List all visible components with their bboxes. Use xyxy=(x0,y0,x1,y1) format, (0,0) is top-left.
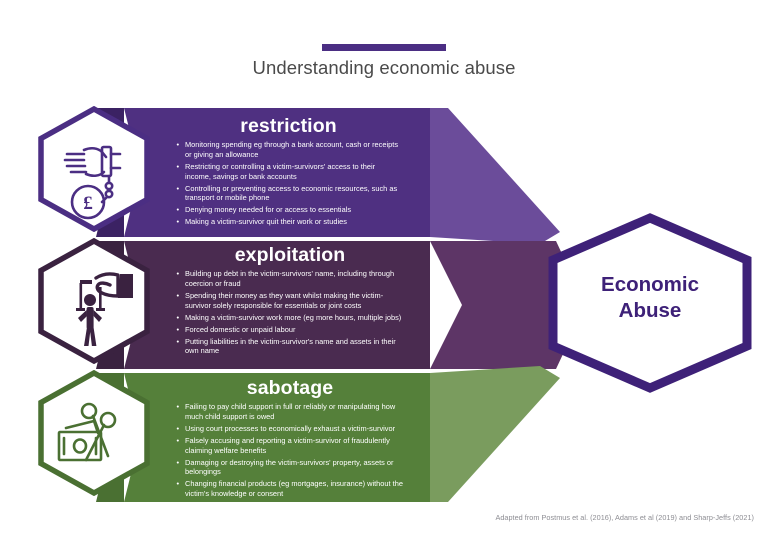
panel-restriction: restriction Monitoring spending eg throu… xyxy=(176,115,401,229)
svg-text:£: £ xyxy=(83,193,93,214)
center-hexagon-economic-abuse xyxy=(548,213,752,393)
page-title: Understanding economic abuse xyxy=(252,57,516,78)
list-item: Spending their money as they want whilst… xyxy=(176,291,404,310)
scissors-cutting-banknotes-icon xyxy=(38,370,150,496)
panel-exploitation: exploitation Building up debt in the vic… xyxy=(176,244,404,358)
hand-controlling-puppet-icon xyxy=(38,238,150,364)
center-label-line-1: Economic xyxy=(601,273,699,296)
panel-heading-sabotage: sabotage xyxy=(246,377,334,399)
panel-heading-restriction: restriction xyxy=(240,115,337,137)
list-item: Forced domestic or unpaid labour xyxy=(176,325,404,335)
source-attribution: Adapted from Postmus et al. (2016), Adam… xyxy=(495,513,754,522)
list-item: Changing financial products (eg mortgage… xyxy=(176,479,404,498)
list-item: Damaging or destroying the victim-surviv… xyxy=(176,458,404,477)
list-item: Using court processes to economically ex… xyxy=(176,424,404,434)
panel-heading-exploitation: exploitation xyxy=(234,244,346,266)
hand-chained-to-pound-coin-icon: £ xyxy=(38,106,150,232)
list-item: Restricting or controlling a victim-surv… xyxy=(176,162,401,181)
list-item: Monitoring spending eg through a bank ac… xyxy=(176,140,401,159)
panel-sabotage: sabotage Failing to pay child support in… xyxy=(176,377,404,501)
title-underline-rule xyxy=(322,44,446,51)
center-hexagon-label: Economic Abuse xyxy=(545,272,755,324)
list-item: Controlling or preventing access to econ… xyxy=(176,184,401,203)
center-label-line-2: Abuse xyxy=(618,299,682,323)
list-item: Putting liabilities in the victim-surviv… xyxy=(176,337,404,356)
list-item: Falsely accusing and reporting a victim-… xyxy=(176,436,404,455)
list-item: Making a victim-survivor quit their work… xyxy=(176,217,401,227)
bullet-list-restriction: Monitoring spending eg through a bank ac… xyxy=(176,140,401,227)
list-item: Failing to pay child support in full or … xyxy=(176,402,404,421)
list-item: Denying money needed for or access to es… xyxy=(176,205,401,215)
list-item: Building up debt in the victim-survivors… xyxy=(176,269,404,288)
list-item: Making a victim-survivor work more (eg m… xyxy=(176,313,404,323)
bullet-list-exploitation: Building up debt in the victim-survivors… xyxy=(176,269,404,356)
bullet-list-sabotage: Failing to pay child support in full or … xyxy=(176,402,404,498)
